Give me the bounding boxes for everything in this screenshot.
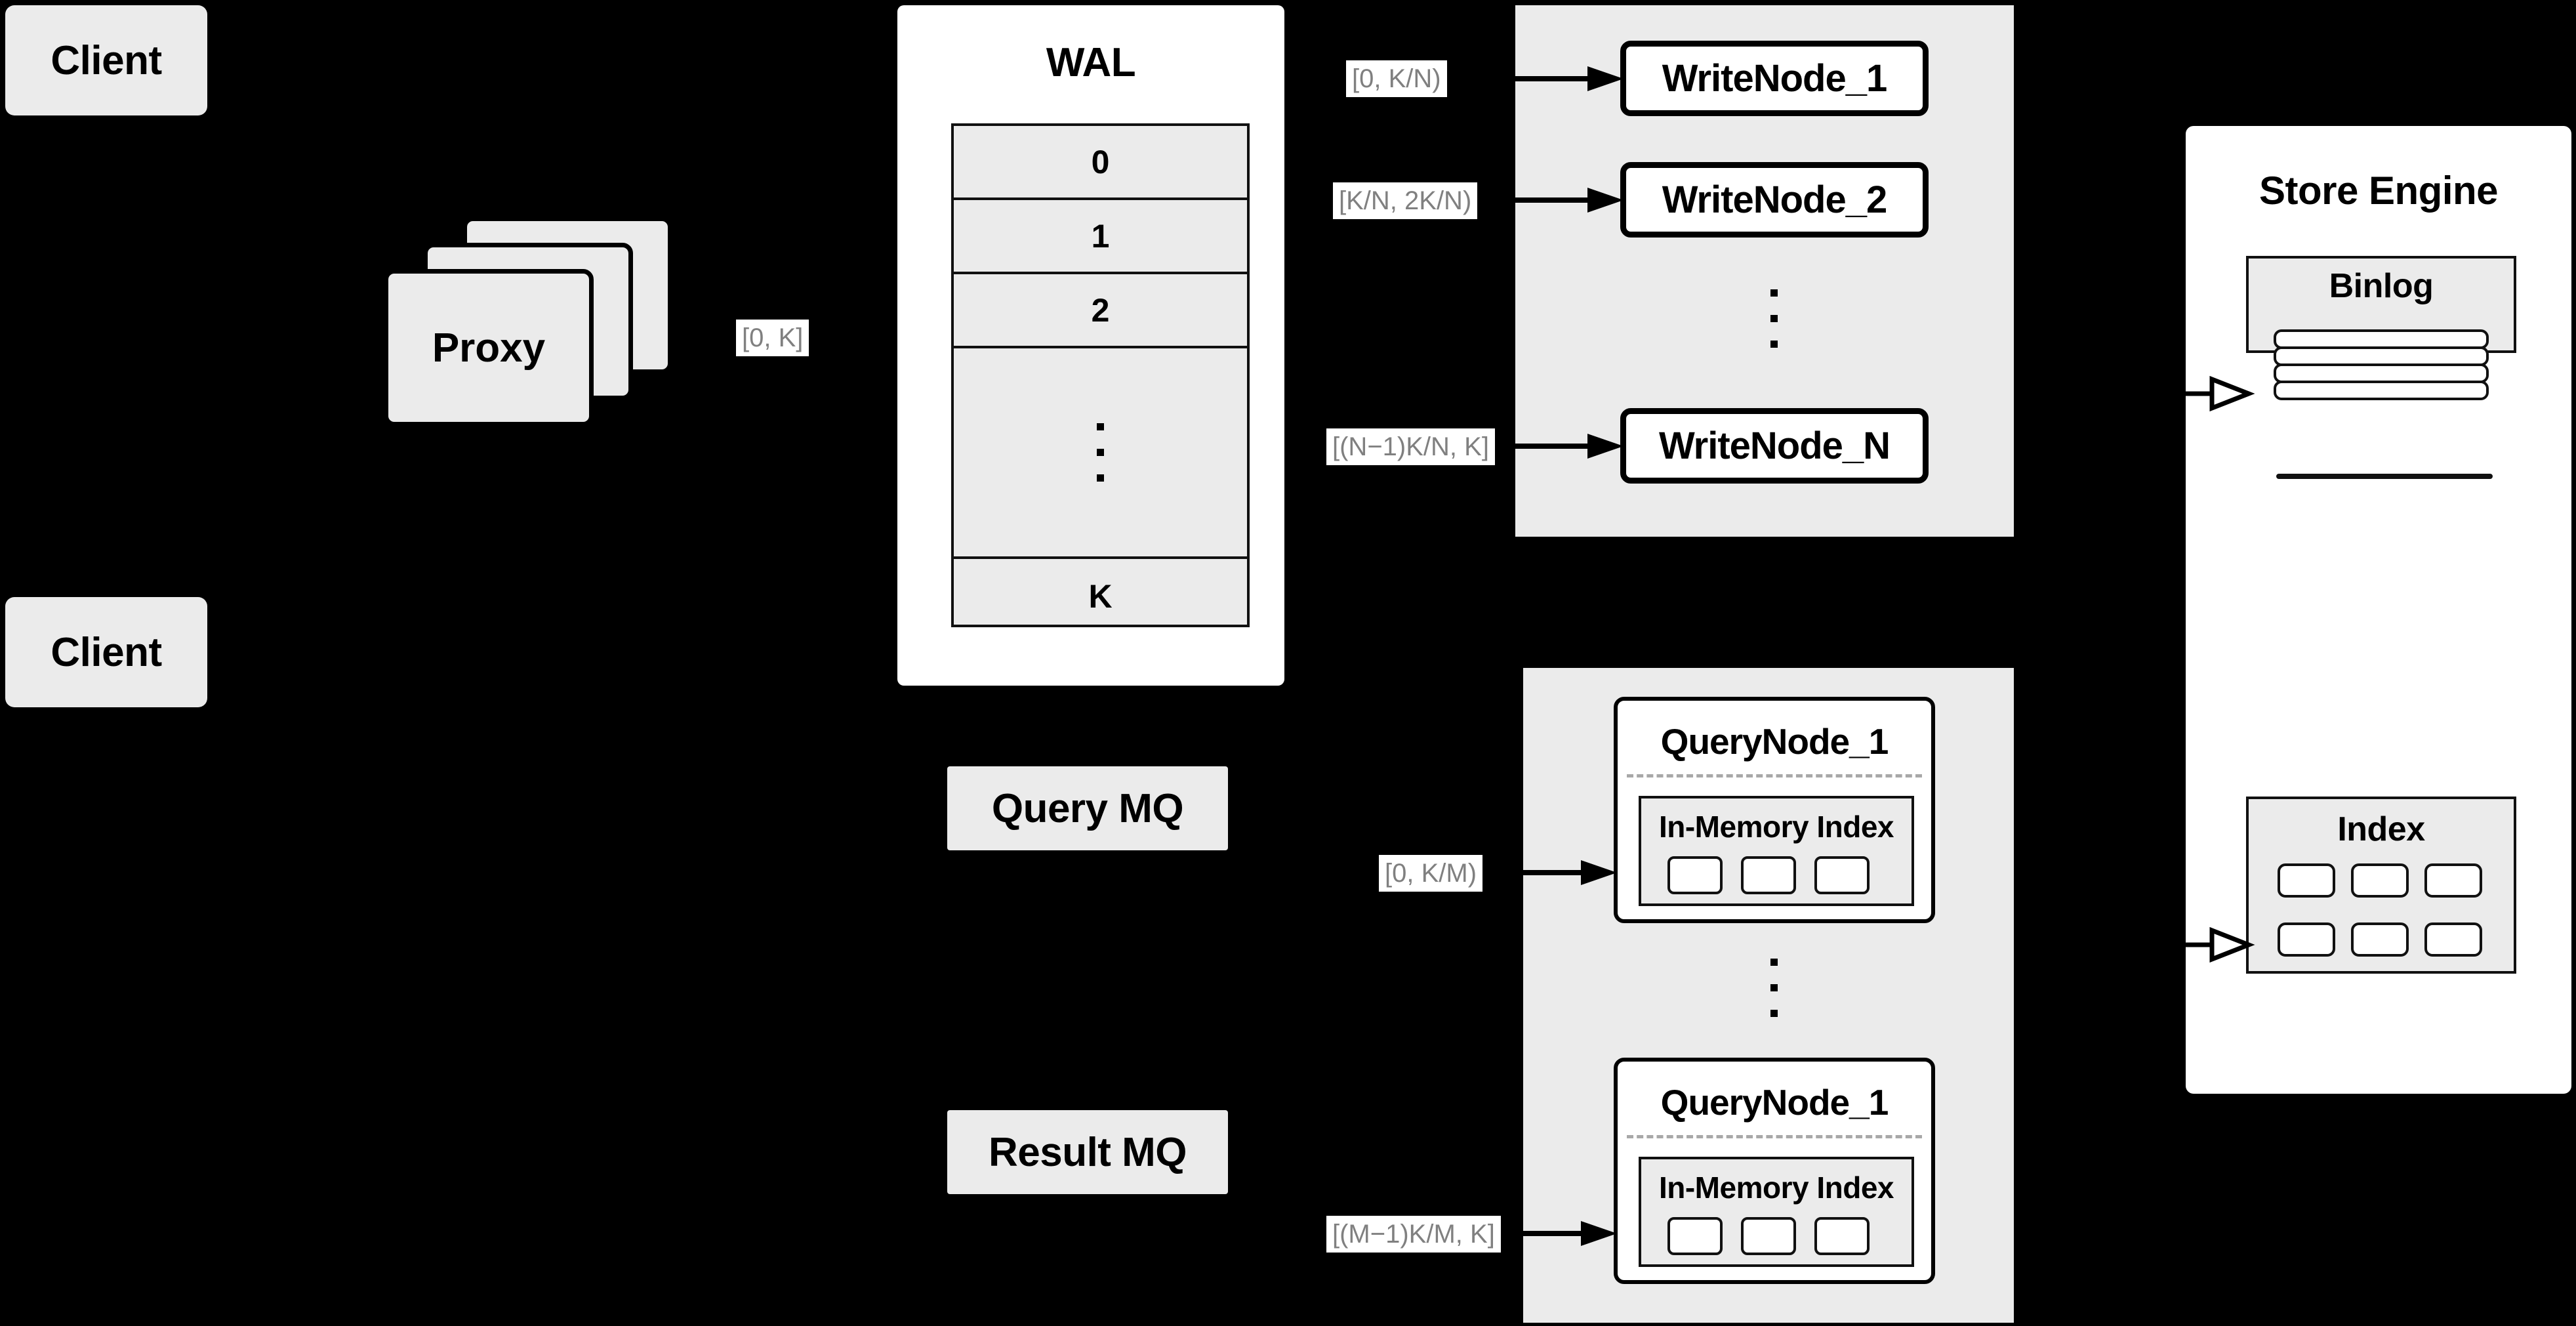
- arrow-wal-to-write-node-1: [1515, 66, 1624, 91]
- proxy-card-front[interactable]: Proxy: [384, 269, 594, 426]
- query-node-m-index-title-text: In-Memory Index: [1658, 1171, 1894, 1205]
- query-node-1-in-memory-index: In-Memory Index: [1639, 796, 1914, 906]
- binlog-entry[interactable]: [2274, 363, 2489, 383]
- client-node-1[interactable]: Client: [5, 5, 207, 115]
- store-engine-title-text: Store Engine: [2259, 169, 2499, 213]
- wal-row-label: 1: [1091, 217, 1110, 255]
- edge-label-query-node-1-text: [0, K/M): [1385, 859, 1477, 888]
- query-node-m-divider: [1627, 1135, 1922, 1138]
- edge-label-proxy-to-wal: [0, K]: [736, 320, 809, 356]
- edge-label-write-node-2-range: [K/N, 2K/N): [1333, 182, 1478, 219]
- write-cluster-ellipsis-icon: [1766, 276, 1782, 361]
- write-node-n-label: WriteNode_N: [1658, 425, 1891, 467]
- index-segment[interactable]: [1814, 856, 1870, 894]
- write-node-2[interactable]: WriteNode_2: [1620, 162, 1929, 238]
- query-node-1-title-text: QueryNode_1: [1660, 721, 1889, 762]
- wal-title-text: WAL: [1046, 40, 1136, 85]
- index-title: Index: [2249, 810, 2514, 849]
- query-node-m-title-text: QueryNode_1: [1660, 1082, 1889, 1123]
- binlog-title-text: Binlog: [2329, 267, 2434, 305]
- edge-label-write-node-1-range: [0, K/N): [1346, 60, 1447, 97]
- edge-label-write-node-1-text: [0, K/N): [1352, 64, 1441, 93]
- arrow-mq-to-query-node-m: [1515, 1221, 1617, 1246]
- proxy-label: Proxy: [432, 325, 546, 371]
- wal-row[interactable]: 1: [954, 200, 1247, 274]
- wal-row-label: 2: [1091, 291, 1110, 329]
- binlog-entry[interactable]: [2274, 381, 2489, 400]
- wal-row-label: K: [1088, 577, 1113, 615]
- query-node-1-in-memory-index-title: In-Memory Index: [1641, 809, 1912, 844]
- wal-row[interactable]: 0: [954, 126, 1247, 200]
- query-node-m-in-memory-index-title: In-Memory Index: [1641, 1170, 1912, 1205]
- query-node-m-title: QueryNode_1: [1618, 1081, 1931, 1123]
- client-node-2-label: Client: [51, 629, 162, 675]
- query-mq-label: Query MQ: [991, 785, 1184, 831]
- index-segment[interactable]: [1741, 856, 1796, 894]
- index-cell[interactable]: [2351, 863, 2409, 898]
- query-node-1[interactable]: QueryNode_1 In-Memory Index: [1614, 697, 1935, 923]
- wal-title: WAL: [897, 39, 1284, 86]
- write-node-2-label: WriteNode_2: [1662, 178, 1887, 221]
- arrow-mq-to-query-node-1: [1515, 860, 1617, 885]
- index-cell[interactable]: [2351, 922, 2409, 957]
- store-engine-title: Store Engine: [2186, 168, 2571, 213]
- arrow-wal-to-write-node-2: [1515, 188, 1624, 213]
- binlog-title: Binlog: [2249, 266, 2514, 306]
- query-cluster-ellipsis-icon: [1766, 945, 1782, 1030]
- client-node-2[interactable]: Client: [5, 597, 207, 707]
- index-cell[interactable]: [2424, 922, 2482, 957]
- index-segment[interactable]: [1667, 856, 1723, 894]
- index-segment[interactable]: [1814, 1217, 1870, 1255]
- wal-row-label: 0: [1091, 143, 1110, 180]
- edge-label-write-node-n-range: [(N−1)K/N, K]: [1326, 428, 1495, 465]
- edge-label-query-node-m-text: [(M−1)K/M, K]: [1332, 1220, 1495, 1249]
- wal-panel: WAL 0 1 2 K: [897, 5, 1284, 686]
- arrow-wal-to-write-node-n: [1515, 434, 1624, 459]
- arrow-to-index: [2171, 926, 2255, 963]
- edge-label-query-node-m-range: [(M−1)K/M, K]: [1326, 1216, 1501, 1253]
- index-cell[interactable]: [2278, 863, 2335, 898]
- wal-entry-table: 0 1 2 K: [951, 123, 1250, 627]
- wal-row[interactable]: 2: [954, 274, 1247, 348]
- edge-label-proxy-to-wal-text: [0, K]: [742, 323, 804, 352]
- write-node-n[interactable]: WriteNode_N: [1620, 408, 1929, 484]
- write-node-1[interactable]: WriteNode_1: [1620, 41, 1929, 116]
- edge-label-query-node-1-range: [0, K/M): [1379, 855, 1483, 892]
- proxy-stack[interactable]: Proxy: [384, 217, 672, 433]
- index-segment[interactable]: [1741, 1217, 1796, 1255]
- query-node-1-title: QueryNode_1: [1618, 720, 1931, 762]
- arrow-to-binlog: [2171, 375, 2255, 412]
- binlog-entry[interactable]: [2276, 474, 2493, 479]
- index-title-text: Index: [2337, 810, 2425, 848]
- query-node-1-index-title-text: In-Memory Index: [1658, 810, 1894, 844]
- index-panel: Index: [2246, 797, 2516, 974]
- edge-label-write-node-n-text: [(N−1)K/N, K]: [1332, 432, 1489, 461]
- client-node-1-label: Client: [51, 37, 162, 83]
- wal-row[interactable]: K: [954, 559, 1247, 633]
- vertical-ellipsis-icon: [1097, 423, 1104, 482]
- index-cell[interactable]: [2278, 922, 2335, 957]
- result-mq-node[interactable]: Result MQ: [947, 1110, 1228, 1194]
- query-node-m-in-memory-index: In-Memory Index: [1639, 1157, 1914, 1267]
- query-node-m[interactable]: QueryNode_1 In-Memory Index: [1614, 1058, 1935, 1284]
- store-engine-panel: Store Engine Binlog Index: [2186, 126, 2571, 1094]
- write-node-1-label: WriteNode_1: [1662, 57, 1887, 100]
- index-segment[interactable]: [1667, 1217, 1723, 1255]
- wal-row-ellipsis: [954, 348, 1247, 559]
- result-mq-label: Result MQ: [988, 1129, 1187, 1175]
- query-node-1-divider: [1627, 774, 1922, 777]
- edge-label-write-node-2-text: [K/N, 2K/N): [1339, 186, 1472, 215]
- index-cell[interactable]: [2424, 863, 2482, 898]
- query-mq-node[interactable]: Query MQ: [947, 766, 1228, 850]
